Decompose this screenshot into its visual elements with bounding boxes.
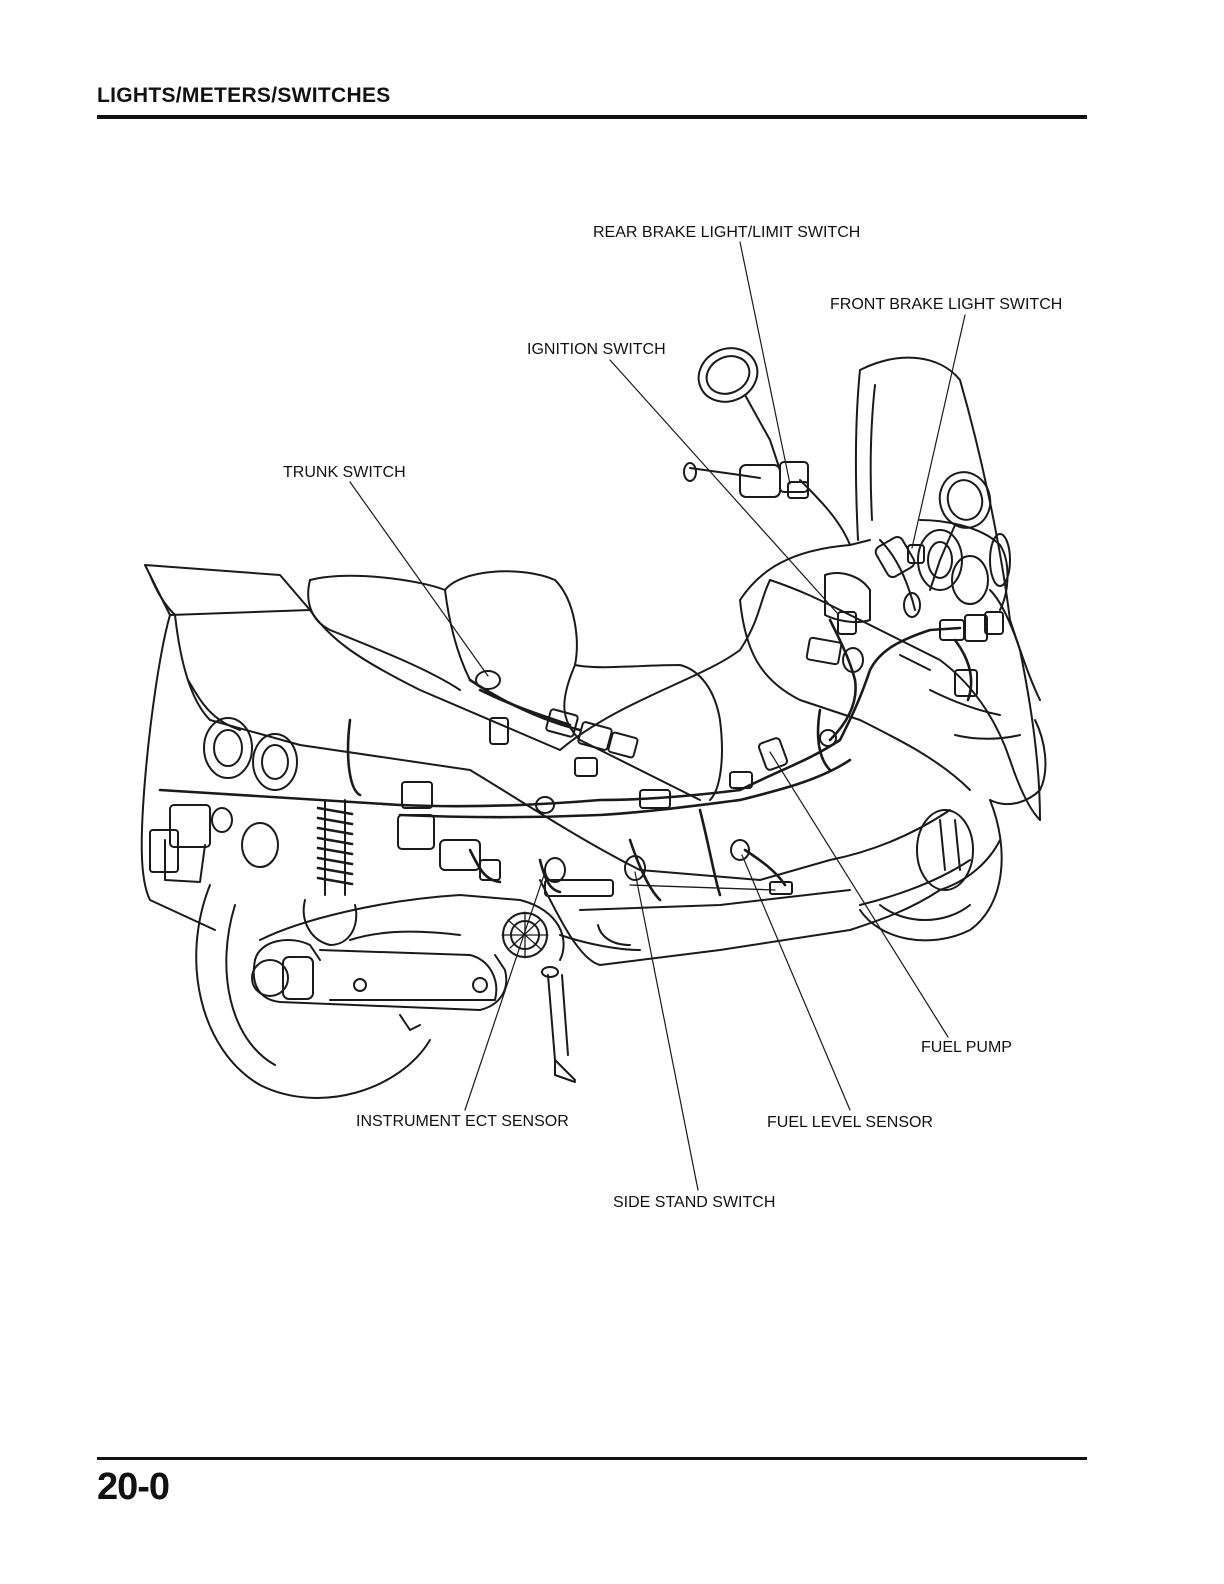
callout-leader-lines [350, 242, 965, 1190]
rear-body [142, 565, 560, 930]
callout-fuel-level-sensor: FUEL LEVEL SENSOR [767, 1114, 933, 1132]
callout-trunk-switch: TRUNK SWITCH [283, 464, 406, 482]
windscreen [856, 358, 1040, 700]
engine-muffler [252, 895, 575, 1082]
callout-rear-brake-light-limit-switch: REAR BRAKE LIGHT/LIMIT SWITCH [593, 224, 860, 242]
callout-ignition-switch: IGNITION SWITCH [527, 341, 666, 359]
callout-fuel-pump: FUEL PUMP [921, 1039, 1012, 1057]
callout-side-stand-switch: SIDE STAND SWITCH [613, 1194, 775, 1212]
left-mirror [690, 339, 780, 470]
connectors [398, 482, 1003, 896]
rear-shock [304, 800, 357, 945]
callout-instrument-ect-sensor: INSTRUMENT ECT SENSOR [356, 1113, 569, 1131]
callout-front-brake-light-switch: FRONT BRAKE LIGHT SWITCH [830, 296, 1062, 314]
seat [308, 571, 722, 800]
handlebars [684, 462, 1010, 870]
footer-rule [97, 1457, 1087, 1460]
page-number: 20-0 [97, 1466, 169, 1509]
wiring-harness [160, 620, 971, 900]
